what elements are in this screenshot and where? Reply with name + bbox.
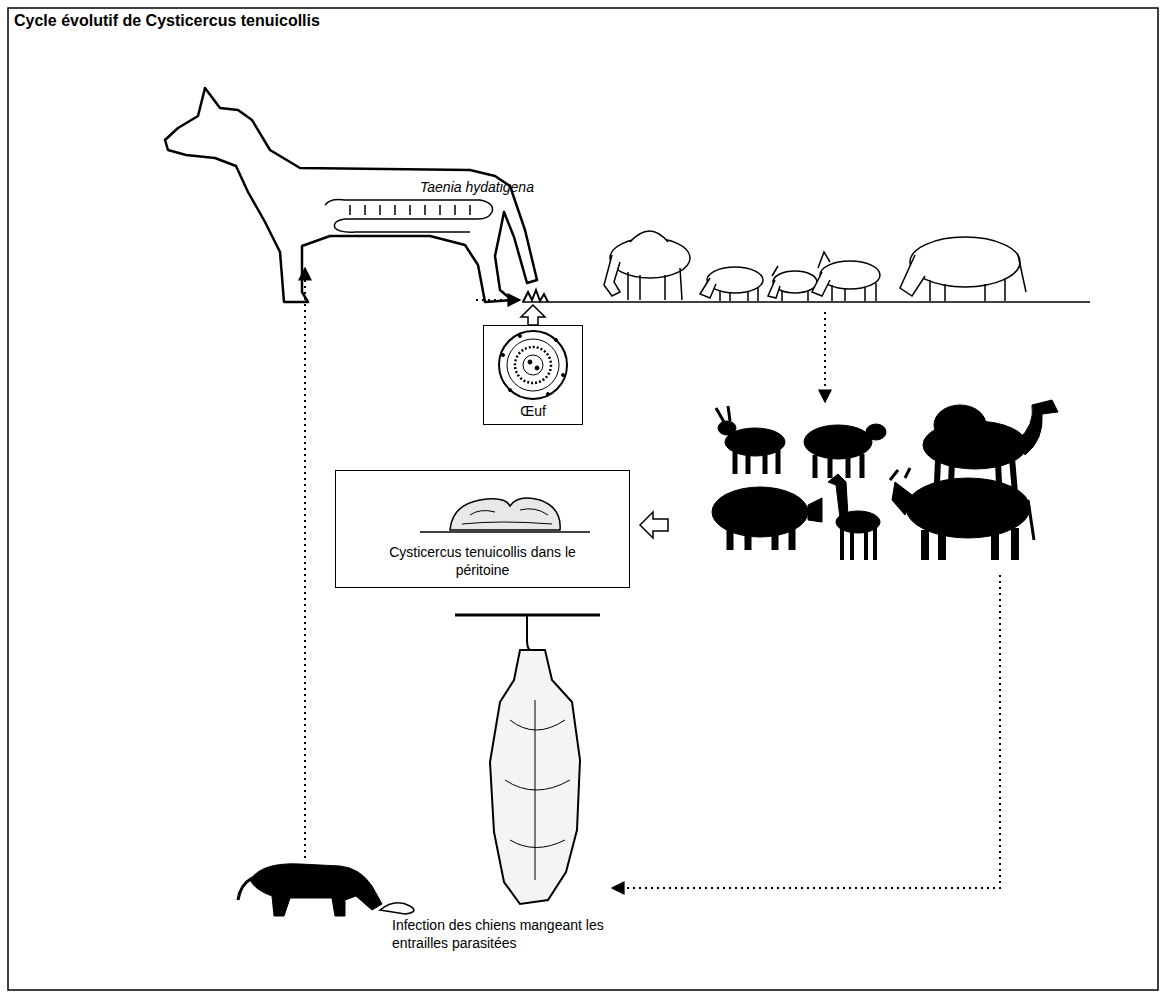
box-text: Cysticercus tenuicollis dans le péritoin…: [388, 543, 578, 579]
egg-drawing: [499, 331, 567, 399]
intermediate-hosts: [712, 400, 1058, 560]
dotted-arrow: [476, 299, 520, 301]
diagram-title: Cycle évolutif de Cysticercus tenuicolli…: [14, 12, 320, 30]
frame: [8, 8, 1158, 990]
dog-eating: [238, 864, 414, 916]
caption-note: Infection des chiens mangeant les entrai…: [392, 916, 632, 952]
hollow-arrow: [640, 512, 668, 538]
feces: [523, 290, 548, 302]
species-label: Taenia hydatigena: [420, 178, 534, 196]
label-box: Œuf: [483, 325, 583, 425]
ground-line: [522, 301, 1090, 303]
label-box: Cysticercus tenuicollis dans le péritoin…: [335, 470, 630, 588]
box-text: Œuf: [520, 402, 546, 420]
dotted-arrow: [824, 312, 826, 402]
cyst-drawing: [420, 498, 590, 532]
hollow-arrow: [521, 305, 545, 325]
dotted-arrow: [304, 268, 306, 858]
dog-outline: [165, 88, 537, 302]
dotted-arrow: [612, 575, 1000, 888]
hanging-carcass: [455, 615, 600, 904]
grazing-animals: [604, 231, 1026, 301]
intestine-with-tapeworm: [325, 200, 493, 233]
